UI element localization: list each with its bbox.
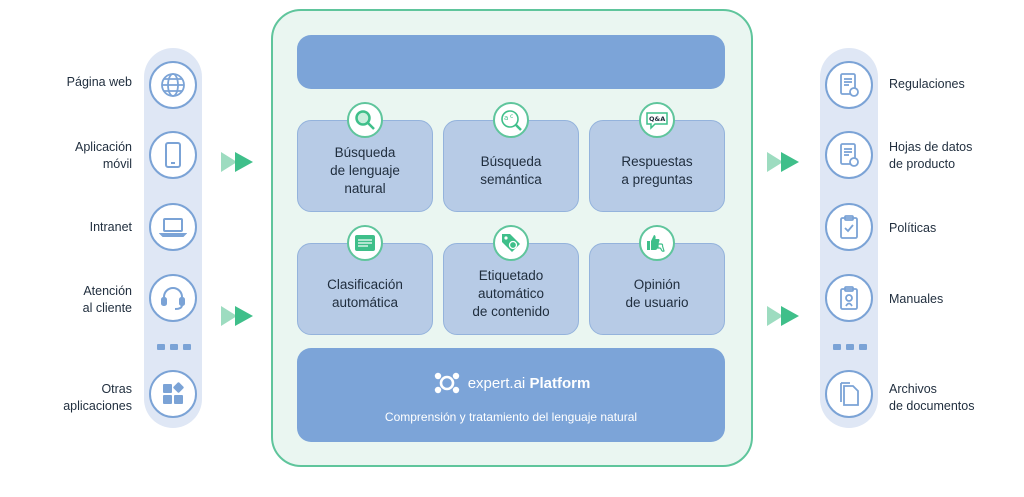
card-label: Etiquetado automático de contenido — [472, 268, 550, 319]
laptop-icon — [159, 218, 187, 237]
output-label-manuals: Manuales — [889, 292, 944, 306]
input-arrow-top — [221, 152, 253, 172]
badge-auto-classification — [347, 225, 383, 261]
output-arrow-bottom — [767, 306, 799, 326]
card-label: Búsqueda de lenguaje natural — [330, 145, 400, 196]
badge-auto-tagging — [493, 225, 529, 261]
sources-more-dots — [157, 344, 191, 350]
source-web — [149, 61, 197, 109]
source-label-mobile: Aplicación móvil — [75, 140, 132, 171]
header-bar — [297, 35, 725, 89]
svg-text:a: a — [504, 114, 508, 122]
brand-suffix: Platform — [529, 374, 591, 392]
outputs-more-dots — [833, 344, 867, 350]
source-label-web: Página web — [66, 75, 132, 89]
apps-grid-icon — [163, 382, 184, 404]
badge-semantic-search: a c — [493, 102, 529, 138]
svg-text:c: c — [510, 113, 513, 120]
output-label-policies: Políticas — [889, 221, 937, 235]
headset-icon — [161, 287, 185, 310]
output-manuals — [825, 274, 873, 322]
source-other — [149, 370, 197, 418]
globe-icon — [161, 73, 185, 97]
badge-user-opinion — [639, 225, 675, 261]
output-policies — [825, 203, 873, 251]
card-label: Respuestas a preguntas — [621, 154, 693, 187]
regulation-document-icon — [840, 73, 859, 97]
classification-icon — [355, 235, 375, 251]
card-label: Opinión de usuario — [625, 277, 689, 310]
card-label: Búsqueda semántica — [480, 154, 542, 187]
output-label-document-archives: Archivos de documentos — [889, 382, 975, 413]
thumbs-icon — [647, 235, 665, 252]
mobile-phone-icon — [165, 142, 181, 168]
manual-icon — [840, 286, 858, 310]
source-support — [149, 274, 197, 322]
output-label-product-sheets: Hojas de datos de producto — [889, 140, 973, 171]
brand-prefix: expert.ai — [467, 374, 526, 392]
platform-subtitle: Comprensión y tratamiento del lenguaje n… — [384, 410, 638, 424]
output-document-archives — [825, 370, 873, 418]
tag-icon — [502, 234, 520, 252]
output-arrow-top — [767, 152, 799, 172]
source-label-other: Otras aplicaciones — [63, 382, 132, 413]
qa-bubble-icon: Q&A — [646, 112, 668, 130]
source-intranet — [149, 203, 197, 251]
source-mobile — [149, 131, 197, 179]
card-label: Clasificación automática — [327, 277, 403, 310]
platform-brand: expert.ai Platform — [297, 370, 725, 396]
magnifier-icon — [355, 110, 375, 130]
input-arrow-bottom — [221, 306, 253, 326]
expert-ai-logo-icon — [434, 372, 459, 394]
svg-text:Q&A: Q&A — [649, 115, 665, 123]
source-label-support: Atención al cliente — [82, 284, 132, 315]
output-regulations — [825, 61, 873, 109]
product-sheet-icon — [840, 143, 859, 167]
platform-bar: expert.ai Platform Comprensión y tratami… — [297, 348, 725, 442]
semantic-search-icon: a c — [501, 110, 522, 131]
clipboard-check-icon — [840, 215, 858, 239]
source-label-intranet: Intranet — [89, 220, 132, 234]
output-label-regulations: Regulaciones — [889, 77, 965, 91]
output-product-sheets — [825, 131, 873, 179]
badge-natural-language-search — [347, 102, 383, 138]
documents-icon — [840, 382, 859, 406]
badge-question-answering: Q&A — [639, 102, 675, 138]
